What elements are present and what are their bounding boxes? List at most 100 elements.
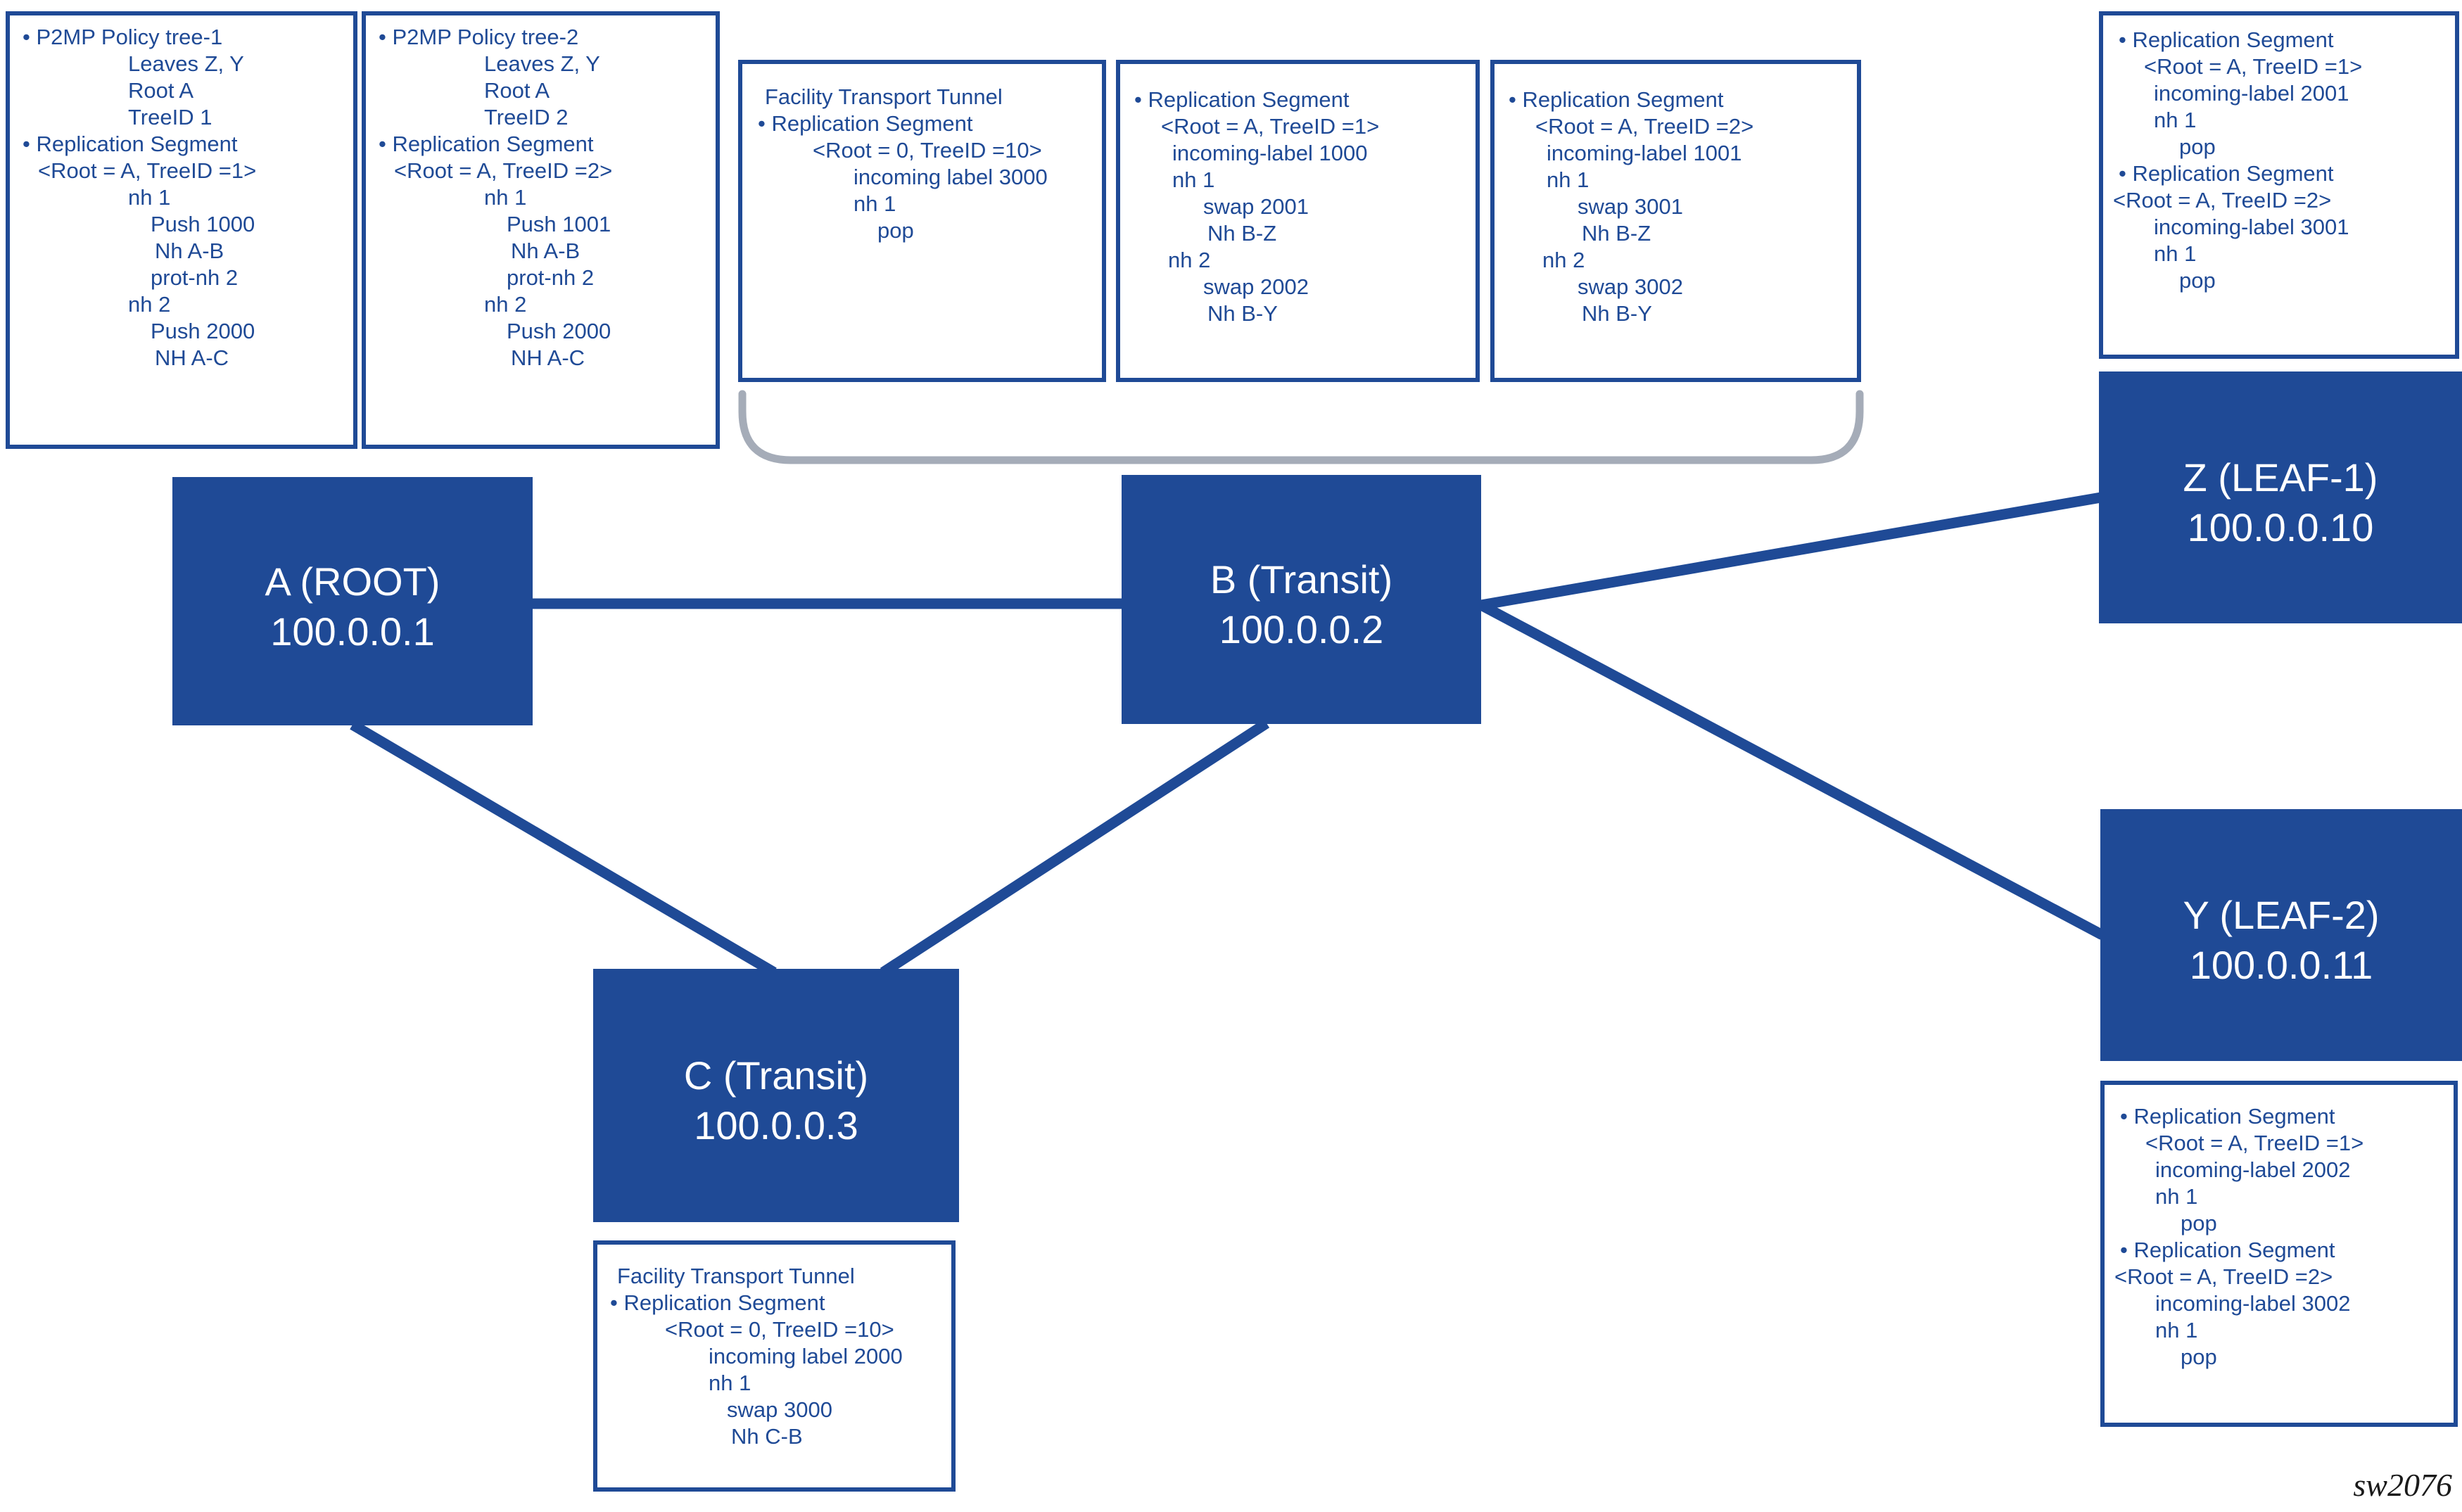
annotation-line: • Replication Segment [23, 132, 238, 156]
annotation-line: <Root = 0, TreeID =10> [665, 1317, 894, 1342]
annotation-line: <Root = A, TreeID =1> [38, 158, 257, 183]
node-a-ip: 100.0.0.1 [270, 609, 435, 654]
edge-b-z [1480, 492, 2102, 611]
annotation-line: TreeID 2 [484, 105, 569, 129]
annotation-line: incoming-label 2002 [2155, 1157, 2351, 1182]
annotation-line: nh 2 [128, 292, 171, 317]
annotation-line: Nh A-B [511, 239, 580, 263]
annotation-line: nh 1 [854, 191, 896, 216]
annotation-line: Nh B-Y [1207, 301, 1278, 326]
annotation-line: incoming-label 3002 [2155, 1291, 2351, 1316]
annotation-line: Root A [128, 78, 194, 103]
annotation-line: Facility Transport Tunnel [617, 1264, 855, 1288]
node-b-ip: 100.0.0.2 [1219, 607, 1384, 652]
annotation-line: <Root = A, TreeID =1> [2144, 54, 2363, 79]
annotation-line: • Replication Segment [1509, 87, 1724, 112]
facility-transport-tunnel-b-box: Facility Transport Tunnel• Replication S… [738, 60, 1106, 382]
annotation-line: incoming label 3000 [854, 165, 1048, 189]
facility-transport-tunnel-c-box: Facility Transport Tunnel• Replication S… [593, 1240, 956, 1492]
annotation-line: • Replication Segment [2119, 161, 2334, 186]
annotation-line: incoming-label 2001 [2154, 81, 2349, 106]
annotation-line: incoming-label 1000 [1172, 141, 1368, 165]
node-z-leaf1: Z (LEAF-1) 100.0.0.10 [2099, 371, 2462, 623]
annotation-line: NH A-C [511, 345, 585, 370]
annotation-line: prot-nh 2 [507, 265, 595, 290]
annotation-line: • Replication Segment [1134, 87, 1350, 112]
annotation-line: nh 1 [709, 1371, 751, 1395]
node-z-ip: 100.0.0.10 [2187, 505, 2374, 549]
annotation-line: <Root = A, TreeID =1> [1161, 114, 1380, 139]
annotation-line: nh 1 [1547, 167, 1589, 192]
annotation-line: Leaves Z, Y [128, 51, 244, 76]
annotation-line: • Replication Segment [2120, 1104, 2335, 1129]
annotation-line: Nh C-B [731, 1424, 803, 1449]
edge-a-c [350, 720, 777, 977]
annotation-line: swap 3000 [727, 1397, 832, 1422]
annotation-line: prot-nh 2 [151, 265, 239, 290]
annotation-line: nh 2 [1168, 248, 1211, 272]
annotation-line: nh 1 [2155, 1184, 2198, 1209]
annotation-line: Leaves Z, Y [484, 51, 600, 76]
replication-segment-z-box: • Replication Segment<Root = A, TreeID =… [2099, 11, 2459, 359]
annotation-line: swap 3001 [1578, 194, 1683, 219]
edge-b-y [1478, 600, 2105, 940]
node-z-label: Z (LEAF-1) [2183, 455, 2378, 500]
annotation-line: incoming-label 1001 [1547, 141, 1742, 165]
grouping-brace-icon [738, 390, 1864, 464]
annotation-line: nh 2 [484, 292, 527, 317]
annotation-line: NH A-C [155, 345, 229, 370]
annotation-line: • Replication Segment [379, 132, 594, 156]
annotation-line: <Root = A, TreeID =2> [394, 158, 613, 183]
annotation-line: swap 2001 [1203, 194, 1309, 219]
annotation-line: TreeID 1 [128, 105, 212, 129]
replication-segment-b-tree1-box: • Replication Segment<Root = A, TreeID =… [1116, 60, 1480, 382]
annotation-line: Nh B-Z [1582, 221, 1651, 246]
annotation-line: • Replication Segment [2120, 1238, 2335, 1262]
annotation-line: • Replication Segment [758, 111, 973, 136]
annotation-line: nh 1 [2154, 108, 2197, 132]
annotation-line: Push 1001 [507, 212, 611, 236]
annotation-line: nh 1 [2154, 241, 2197, 266]
annotation-line: pop [2179, 134, 2216, 159]
annotation-line: Facility Transport Tunnel [765, 84, 1003, 109]
node-c-label: C (Transit) [683, 1053, 869, 1098]
node-y-leaf2: Y (LEAF-2) 100.0.0.11 [2100, 809, 2462, 1061]
annotation-line: • Replication Segment [610, 1290, 825, 1315]
node-b-transit: B (Transit) 100.0.0.2 [1122, 475, 1481, 724]
annotation-line: Push 2000 [151, 319, 255, 343]
annotation-line: pop [2181, 1345, 2217, 1369]
annotation-line: pop [877, 218, 914, 243]
edge-b-c [880, 718, 1270, 977]
annotation-line: <Root = A, TreeID =2> [1535, 114, 1754, 139]
annotation-line: • Replication Segment [2119, 27, 2334, 52]
replication-segment-b-tree2-box: • Replication Segment<Root = A, TreeID =… [1490, 60, 1861, 382]
node-a-label: A (ROOT) [265, 559, 440, 604]
node-c-ip: 100.0.0.3 [694, 1103, 858, 1148]
annotation-line: Root A [484, 78, 550, 103]
annotation-line: swap 3002 [1578, 274, 1683, 299]
annotation-line: • P2MP Policy tree-2 [379, 25, 579, 49]
annotation-line: • P2MP Policy tree-1 [23, 25, 223, 49]
node-a-root: A (ROOT) 100.0.0.1 [172, 477, 533, 725]
annotation-line: nh 1 [484, 185, 527, 210]
annotation-line: Push 2000 [507, 319, 611, 343]
annotation-line: pop [2179, 268, 2216, 293]
annotation-line: Push 1000 [151, 212, 255, 236]
annotation-line: nh 2 [1542, 248, 1585, 272]
annotation-line: nh 1 [128, 185, 171, 210]
annotation-line: <Root = 0, TreeID =10> [813, 138, 1042, 163]
annotation-line: <Root = A, TreeID =2> [2114, 1264, 2333, 1289]
annotation-line: <Root = A, TreeID =1> [2145, 1131, 2364, 1155]
annotation-line: incoming-label 3001 [2154, 215, 2349, 239]
node-c-transit: C (Transit) 100.0.0.3 [593, 969, 959, 1222]
annotation-line: pop [2181, 1211, 2217, 1235]
replication-segment-y-box: • Replication Segment<Root = A, TreeID =… [2100, 1081, 2458, 1427]
annotation-line: nh 1 [1172, 167, 1215, 192]
annotation-line: swap 2002 [1203, 274, 1309, 299]
annotation-line: Nh B-Z [1207, 221, 1277, 246]
annotation-line: incoming label 2000 [709, 1344, 903, 1368]
figure-id: sw2076 [2353, 1467, 2452, 1503]
node-y-label: Y (LEAF-2) [2183, 893, 2380, 937]
